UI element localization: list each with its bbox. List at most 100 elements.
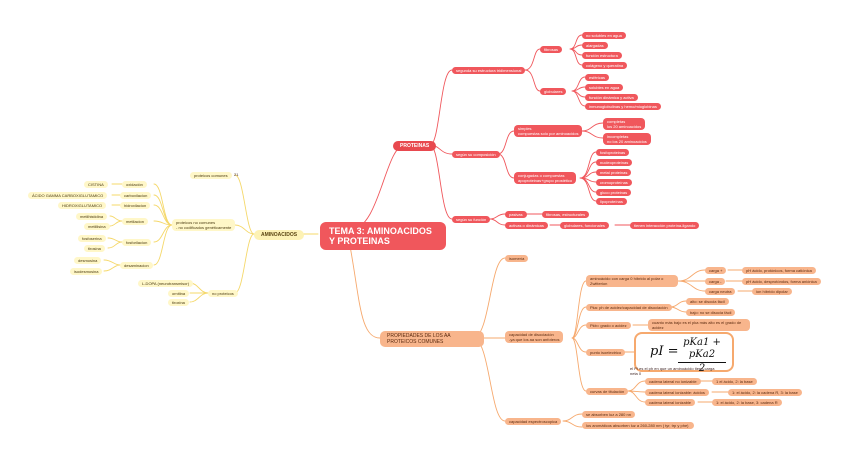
link-pka-items <box>669 300 687 313</box>
link-conjugadas-items <box>579 151 597 202</box>
leaf-isodesmosina[interactable]: isodesmosina <box>70 268 103 275</box>
link-prop-espectro <box>472 337 506 422</box>
node-zwitterion[interactable]: aminoácido con carga 0 híbrido al polar … <box>586 275 678 287</box>
node-disociacion[interactable]: capacidad de disociación -ya que los aa … <box>505 331 564 343</box>
leaf-l-dopa[interactable]: L-DOPA (neurotransmisor) <box>138 280 194 287</box>
node-activas[interactable]: activas o dinámicas <box>505 222 548 229</box>
leaf-conjugadas-0[interactable]: fosfoproteinas <box>596 149 630 156</box>
node-metilacion[interactable]: metilacion <box>122 218 149 225</box>
node-no-proteicos[interactable]: no proteicos <box>208 290 238 297</box>
node-pasivas[interactable]: pasivas <box>505 211 527 218</box>
leaf-ornitina[interactable]: ornitina <box>168 290 190 297</box>
leaf-carga-neg-detail[interactable]: pH ácido, desprotóndos, forma aniónica <box>742 278 821 285</box>
link-espectro-items <box>562 413 583 428</box>
leaf-pasivas-detail[interactable]: fibrosas, estructurales <box>542 211 590 218</box>
link-aa-comunes <box>234 174 255 235</box>
link-nocomunes-sub <box>153 183 173 266</box>
node-pka[interactable]: Pka: ph de acidez/capacidad de disociaci… <box>586 304 672 311</box>
comunes-count: 21 <box>234 172 239 177</box>
leaf-gamma-carboxiglutamico[interactable]: ÁCIDO GAMMA CARBOXIGLUTAMICO <box>28 192 108 199</box>
leaf-globulares-0[interactable]: esféricas <box>585 74 610 81</box>
node-proteinas[interactable]: PROTEINAS <box>393 141 437 151</box>
leaf-activas-extra[interactable]: tienen interacción proteína-ligando <box>630 222 700 229</box>
link-central-propiedades <box>349 245 381 339</box>
node-proteicos-comunes[interactable]: proteicos comunes <box>190 172 232 179</box>
formula-numerator: pKa1 + pKa2 <box>678 337 726 363</box>
node-no-comunes[interactable]: proteicos no comunes - no codificados ge… <box>172 219 236 231</box>
link-prot-estructura <box>429 69 453 146</box>
node-titulacion[interactable]: curvas de titulación <box>586 388 629 395</box>
leaf-tit-1-detail[interactable]: 1: el ácido, 2: la cadena R, 3: la base <box>728 389 802 396</box>
node-propiedades[interactable]: PROPIEDADES DE LOS AA PROTEICOS COMUNES <box>380 331 484 347</box>
node-simples[interactable]: simples compuestas solo por aminoacidos <box>514 125 583 137</box>
leaf-pka-bajo[interactable]: bajo: no se disocia fácil <box>686 309 736 316</box>
node-desaminacion[interactable]: desaminacion <box>120 262 153 269</box>
node-punto-isoelectrico[interactable]: punto isoelectrico <box>586 349 626 356</box>
formula-denominator: 2 <box>698 363 706 374</box>
leaf-conjugadas-3[interactable]: cromoproteínas <box>596 179 632 186</box>
leaf-metilhistidina[interactable]: metilhistidina <box>76 213 108 220</box>
leaf-tit-0[interactable]: cadena lateral no ionizable <box>645 378 701 385</box>
leaf-activas-detail[interactable]: globulares, funcionales <box>560 222 609 229</box>
node-carga-neutra[interactable]: carga neutra <box>705 288 736 295</box>
link-sub-leaves <box>103 183 123 272</box>
leaf-carga-neutra-detail[interactable]: ion híbrido dipolar <box>752 288 792 295</box>
node-composicion[interactable]: según su composición <box>452 151 500 158</box>
node-carboxilacion[interactable]: carboxilacion <box>120 192 152 199</box>
link-fibrosas-items <box>569 34 583 66</box>
leaf-fibrosas-3[interactable]: colágeno y queratina <box>582 62 628 69</box>
leaf-espectro-1[interactable]: los aromáticos absorben luz a 260-280 nm… <box>582 422 694 429</box>
leaf-tirosina[interactable]: tirosina <box>84 245 105 252</box>
leaf-pka-alto[interactable]: alto: se disocia fácil <box>686 298 729 305</box>
node-pkb[interactable]: Pkb= grado o acidez <box>586 322 631 329</box>
leaf-conjugadas-4[interactable]: gluco proteinas <box>596 189 632 196</box>
leaf-fosfoserina[interactable]: fosfoserina <box>78 235 106 242</box>
link-funcion-activas <box>489 218 506 226</box>
leaf-globulares-1[interactable]: solubles en agua <box>585 84 624 91</box>
leaf-conjugadas-5[interactable]: lipoproteínas <box>596 198 627 205</box>
node-espectroscopica[interactable]: capacidad espectroscopica <box>505 418 562 425</box>
leaf-desmosina[interactable]: desmosina <box>74 257 102 264</box>
node-fibrosas[interactable]: fibrosas <box>540 46 563 53</box>
node-carga-pos[interactable]: carga + <box>705 267 727 274</box>
link-titulacion-items <box>627 380 646 403</box>
formula-lhs: pI = <box>650 344 679 359</box>
link-funcion-pasivas <box>489 213 506 220</box>
leaf-metillisina[interactable]: metillisina <box>84 223 110 230</box>
link-cargas-detail <box>725 269 753 292</box>
link-composicion-conjugadas <box>497 153 515 179</box>
leaf-fibrosas-0[interactable]: no solubles en agua <box>582 32 626 39</box>
leaf-tit-2-detail[interactable]: 1: el ácido, 2: la base, 3: cadena R <box>712 399 782 406</box>
node-fosforilacion[interactable]: fosforilacion <box>122 239 152 246</box>
node-oxidacion[interactable]: oxidación <box>122 181 147 188</box>
leaf-tiroxina[interactable]: tiroxina <box>168 299 189 306</box>
leaf-globulares-2[interactable]: función dinámica y activa <box>585 94 638 101</box>
node-conjugadas[interactable]: conjugadas o compuestas apoproteinas+gru… <box>514 172 577 184</box>
leaf-simples-1[interactable]: incompletas no los 20 aminoacidos <box>603 133 651 145</box>
leaf-hidroxiglutamico[interactable]: HIDROXIGLUTAMICO <box>58 202 107 209</box>
node-funcion[interactable]: según su función <box>452 216 491 223</box>
leaf-conjugadas-1[interactable]: nucleoproteinas <box>596 159 633 166</box>
leaf-espectro-0[interactable]: se absorben luz a 280 nn <box>582 411 635 418</box>
node-aminoacidos[interactable]: AMINOACIDOS <box>254 230 305 240</box>
central-topic[interactable]: TEMA 3: AMINOACIDOS Y PROTEINAS <box>320 222 446 250</box>
leaf-tit-1[interactable]: cadena lateral ionizable: ácidos <box>645 389 709 396</box>
node-globulares[interactable]: globulares <box>540 88 567 95</box>
leaf-tit-0-detail[interactable]: 1 el ácido, 2: la base <box>712 378 757 385</box>
leaf-cistina[interactable]: CISTINA <box>84 181 108 188</box>
leaf-carga-pos-detail[interactable]: pH ácido, protónicos, forma catiónica <box>742 267 816 274</box>
leaf-globulares-3[interactable]: inmunoglobulinas y hemo/mioglobinas <box>585 103 661 110</box>
leaf-tit-2[interactable]: cadena lateral ionizable <box>645 399 696 406</box>
node-carga-neg[interactable]: carga - <box>705 278 726 285</box>
leaf-pkb-detail[interactable]: cuanto más bajo es el pka más alto es el… <box>648 319 750 331</box>
link-zwitterion-cargas <box>677 269 706 292</box>
leaf-conjugadas-2[interactable]: metal proteinas <box>596 169 632 176</box>
node-estructura[interactable]: segunda su estructura tridimensional <box>452 67 526 74</box>
node-hidroxilacion[interactable]: hidroxilacion <box>120 202 151 209</box>
node-isomeria[interactable]: isomería <box>505 255 529 262</box>
leaf-fibrosas-1[interactable]: alargadas <box>582 42 608 49</box>
leaf-fibrosas-2[interactable]: función estructura <box>582 52 622 59</box>
leaf-simples-0[interactable]: completas los 20 aminoacidos <box>603 118 646 130</box>
link-aa-noproteicos <box>234 233 255 294</box>
